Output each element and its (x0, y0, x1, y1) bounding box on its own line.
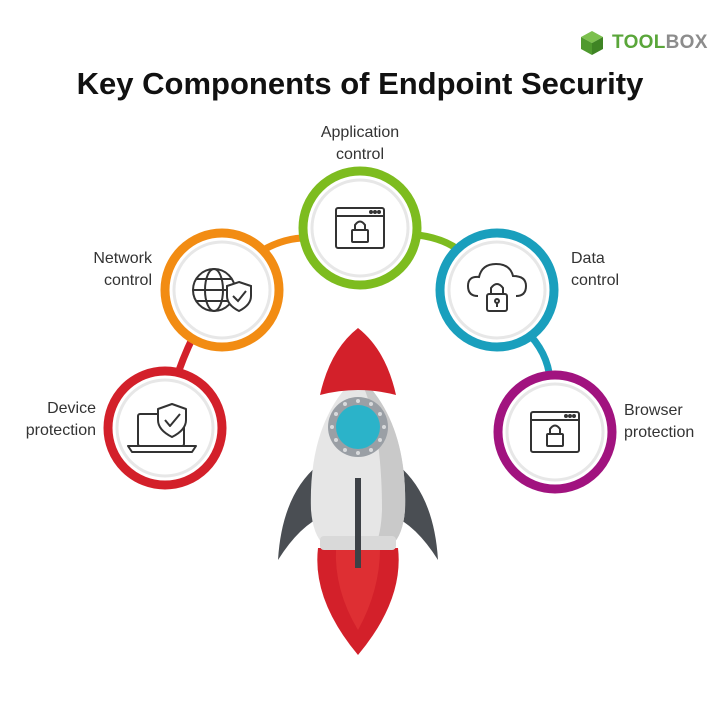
label-line: Network (93, 250, 152, 267)
label-line: control (335, 146, 385, 163)
label-line: Device (47, 400, 96, 417)
cloud-lock-icon (466, 262, 528, 312)
rocket-illustration (278, 328, 438, 655)
rocket-window (336, 405, 380, 449)
rocket-nose (320, 328, 396, 395)
component-ring-network (160, 228, 284, 352)
label-line: protection (624, 424, 695, 441)
component-ring-application (298, 166, 422, 290)
toolbox-logo: TOOLBOX (578, 28, 708, 58)
component-ring-browser (493, 370, 617, 494)
label-line: Browser (624, 402, 683, 419)
logo-word-tool: TOOL (612, 32, 666, 53)
logo-word-box: BOX (665, 32, 708, 53)
label-line: protection (25, 422, 96, 439)
laptop-shield-icon (127, 403, 197, 453)
label-device-protection: Device protection (18, 398, 96, 442)
label-line: control (571, 272, 620, 289)
label-line: Application (320, 124, 400, 141)
browser-lock-icon (530, 411, 580, 453)
label-line: control (103, 272, 152, 289)
label-data-control: Data control (571, 248, 651, 292)
browser-lock-icon (335, 207, 385, 249)
label-application-control: Application control (300, 122, 420, 166)
component-ring-data (435, 228, 559, 352)
cube-logo-icon (581, 31, 603, 55)
page-title: Key Components of Endpoint Security (76, 66, 644, 101)
rocket-center-fin (355, 478, 361, 568)
label-browser-protection: Browser protection (624, 400, 714, 444)
globe-shield-icon (192, 268, 252, 313)
logo-wordmark: TOOLBOX (612, 32, 708, 54)
label-network-control: Network control (70, 248, 152, 292)
label-line: Data (571, 250, 605, 267)
component-ring-device (103, 366, 227, 490)
